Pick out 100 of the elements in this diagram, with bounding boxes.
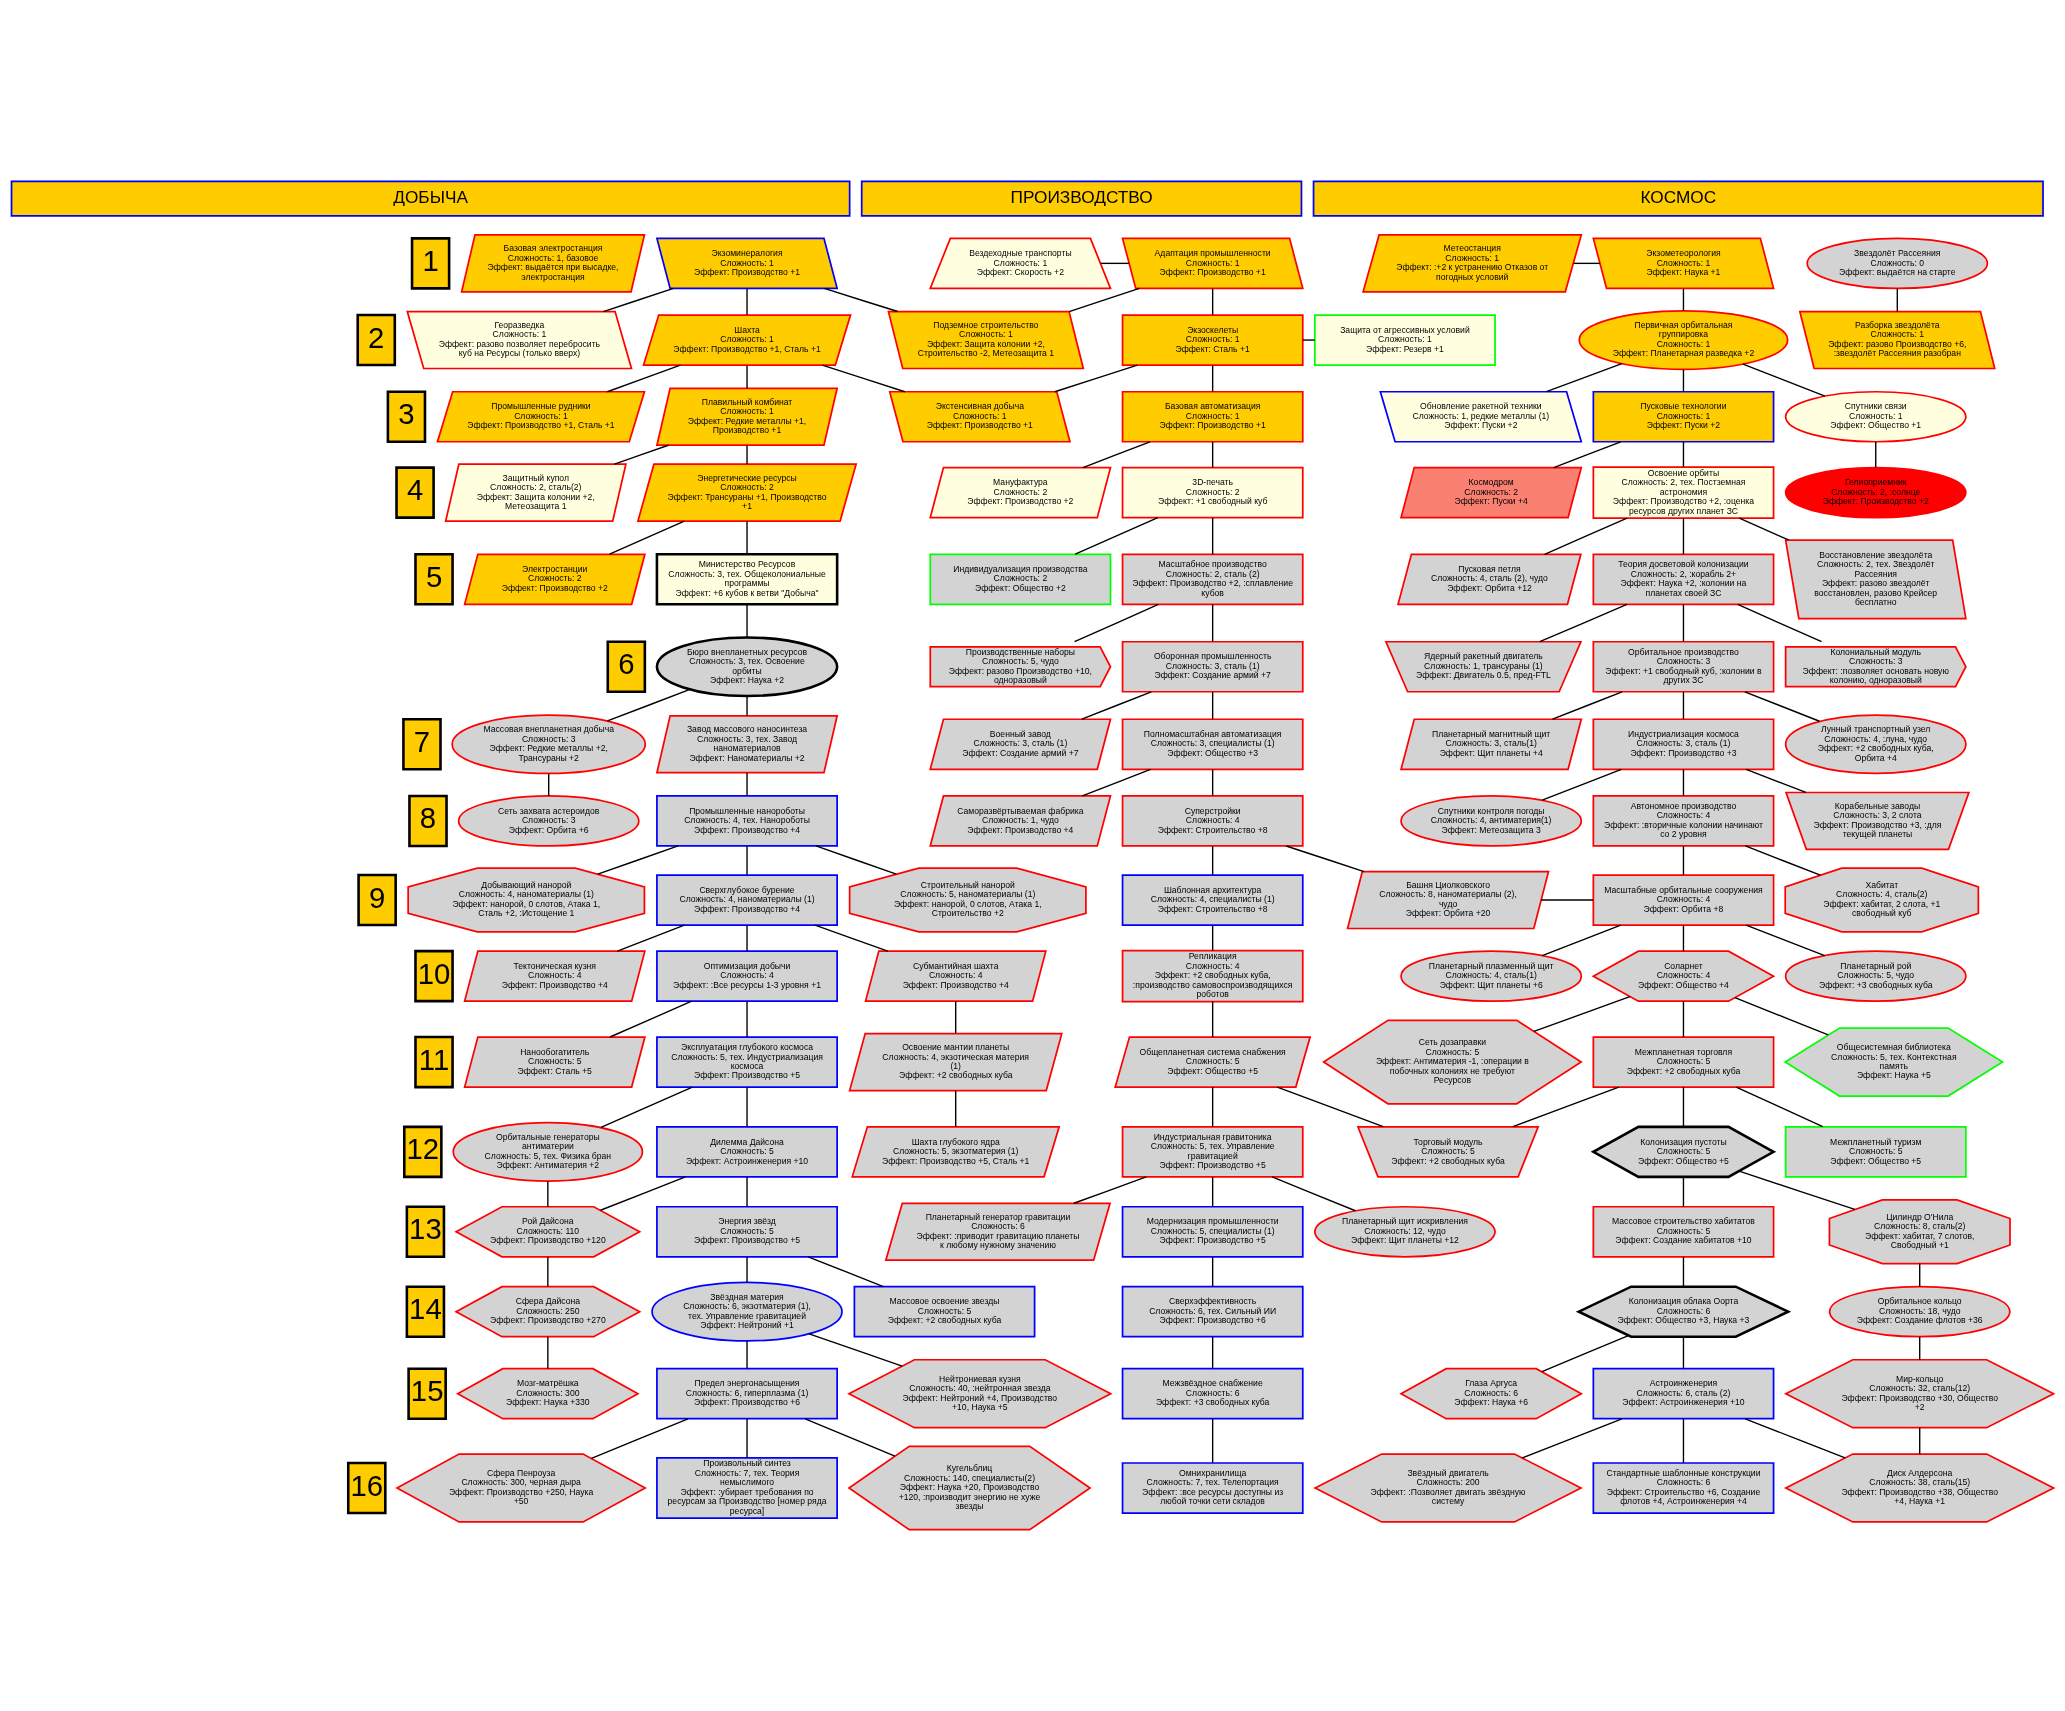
node-box: 2 xyxy=(356,313,397,367)
connector xyxy=(1541,1334,1630,1373)
connector xyxy=(807,1256,884,1288)
connector xyxy=(1682,691,1685,720)
connector xyxy=(821,364,906,393)
connector xyxy=(1211,288,1214,316)
connector xyxy=(590,1418,689,1459)
connector xyxy=(1734,996,1829,1036)
node-ellipse: Бюро внепланетных ресурсов Сложность: 3, тех. Освоение орбиты Эффект: Наука +2 xyxy=(655,636,839,698)
node-box: Шаблонная архитектура Сложность: 4, специалисты (1) Эффект: Строительство +8 xyxy=(1121,874,1304,926)
connector xyxy=(1211,364,1214,393)
node-box: 3D-печать Сложность: 2 Эффект: +1 свободный куб xyxy=(1121,466,1304,519)
connector xyxy=(1211,1000,1214,1038)
node-box: Индустриальная гравитоника Сложность: 5, тех. Управление гравитацией Эффект: Производство +5 xyxy=(1121,1126,1304,1178)
connector xyxy=(1068,287,1141,313)
connector xyxy=(1682,1000,1685,1038)
connector xyxy=(1682,1256,1685,1288)
node-box: Омнихранилища Сложность: 7, тех. Телепортация Эффект: :все ресурсы доступны из любой точки сети складов xyxy=(1121,1462,1304,1514)
node-ellipse: Лунный транспортный узел Сложность: 4, :луна, чудо Эффект: +2 свободных куба, Орбита +4 xyxy=(1784,714,1967,775)
node-ellipse: Орбитальное кольцо Сложность: 18, чудо Эффект: Создание флотов +36 xyxy=(1828,1285,2011,1338)
connector xyxy=(1919,1336,1921,1361)
connector xyxy=(746,1418,748,1459)
connector xyxy=(815,845,897,875)
node-box: Межзвёздное снабжение Сложность: 6 Эффект: +3 свободных куба xyxy=(1121,1367,1304,1420)
node-ellipse: Планетарный щит искривления Сложность: 12, чудо Эффект: Щит планеты +12 xyxy=(1314,1205,1496,1258)
node-box: Предел энергонасыщения Сложность: 6, гиперплазма (1) Эффект: Производство +6 xyxy=(656,1367,838,1420)
node-ellipse: Гелиоприемник Сложность: 2, :солнце Эффект: Производство +2 xyxy=(1784,466,1967,519)
connector xyxy=(609,1000,693,1038)
node-box: Сверхглубокое бурение Сложность: 4, наноматериалы (1) Эффект: Производство +4 xyxy=(656,874,838,926)
connector xyxy=(600,1086,694,1129)
node-box: 6 xyxy=(606,640,647,694)
connector xyxy=(1682,1176,1685,1208)
connector xyxy=(1211,845,1214,876)
connector xyxy=(1211,1256,1214,1288)
connector xyxy=(823,287,899,313)
connector xyxy=(1682,603,1685,643)
node-box: Оборонная промышленность Сложность: 3, сталь (1) Эффект: Создание армий +7 xyxy=(1121,640,1304,693)
node-box: Астроинженерия Сложность: 6, сталь (2) Эффект: Астроинженерия +10 xyxy=(1592,1367,1775,1420)
connector xyxy=(1211,924,1214,952)
node-box: Сверхэффективность Сложность: 6, тех. Сильный ИИ Эффект: Производство +6 xyxy=(1121,1285,1304,1338)
node-box: Индустриализация космоса Сложность: 3, сталь (1) Эффект: Производство +3 xyxy=(1592,718,1775,771)
connector xyxy=(606,364,682,393)
connector xyxy=(1875,441,1877,469)
node-box: Орбитальное производство Сложность: 3 Эффект: +1 свободный куб, :колонии в других ЗС xyxy=(1592,640,1775,693)
node-box: Массовое строительство хабитатов Сложность: 5 Эффект: Создание хабитатов +10 xyxy=(1592,1205,1775,1258)
node-ellipse: Спутники контроля погоды Сложность: 4, антиматерия(1) Эффект: Метеозащита 3 xyxy=(1400,795,1583,847)
node-ellipse: Первичная орбитальная группировка Сложность: 1 Эффект: Планетарная разведка +2 xyxy=(1578,309,1789,371)
node-box: Автономное производство Сложность: 4 Эффект: :вторичные колонии начинают со 2 уровня xyxy=(1592,795,1775,847)
node-box: Межпланетный туризм Сложность: 5 Эффект: Общество +5 xyxy=(1784,1126,1967,1178)
node-box: Модернизация промышленности Сложность: 5, специалисты (1) Эффект: Производство +5 xyxy=(1121,1205,1304,1258)
connector xyxy=(1682,845,1685,876)
connector xyxy=(746,603,748,638)
node-ellipse: Планетарный рой Сложность: 5, чудо Эффект: +3 свободных куба xyxy=(1784,950,1967,1002)
node-box: 9 xyxy=(357,873,397,927)
node-box: 4 xyxy=(395,466,435,519)
node-box: Оптимизация добычи Сложность: 4 Эффект: :Все ресурсы 1-3 уровня +1 xyxy=(656,950,838,1002)
node-box: 12 xyxy=(403,1125,443,1179)
connector xyxy=(1682,1336,1685,1370)
connector xyxy=(1745,924,1826,957)
connector xyxy=(1744,1418,1846,1459)
node-box: КОСМОС xyxy=(1312,180,2044,217)
node-box: 8 xyxy=(408,794,448,848)
connector xyxy=(1745,768,1807,794)
node-box: Полномасштабная автоматизация Сложность: 3, специалисты (1) Эффект: Общество +3 xyxy=(1121,718,1304,771)
connector xyxy=(1211,691,1214,720)
connector xyxy=(1211,1336,1214,1370)
node-box: 5 xyxy=(414,553,454,606)
node-box: Репликация Сложность: 4 Эффект: +2 свободных куба, :производство самовоспроизводящихся роботов xyxy=(1121,949,1304,1003)
connector xyxy=(1276,1086,1384,1128)
node-ellipse: Спутники связи Сложность: 1 Эффект: Общество +1 xyxy=(1784,390,1967,443)
connector xyxy=(1074,517,1159,555)
connector xyxy=(1541,924,1622,957)
connector xyxy=(955,1000,957,1035)
connector xyxy=(1896,288,1898,313)
connector xyxy=(1919,1262,1921,1288)
connector xyxy=(547,1336,549,1370)
connector xyxy=(1211,1086,1214,1128)
connector xyxy=(1573,262,1601,265)
connector xyxy=(1073,603,1159,643)
node-box: Пусковые технологии Сложность: 1 Эффект: Пуски +2 xyxy=(1592,390,1775,443)
connector xyxy=(1682,288,1685,312)
connector xyxy=(1682,1086,1685,1128)
node-box: ПРОИЗВОДСТВО xyxy=(860,180,1303,217)
node-box: 11 xyxy=(414,1035,454,1089)
connector xyxy=(1081,768,1152,797)
node-box: 10 xyxy=(414,949,454,1003)
node-box: Энергия звёзд Сложность: 5 Эффект: Производство +5 xyxy=(656,1205,838,1258)
connector xyxy=(547,1180,549,1208)
node-box: Межпланетная торговля Сложность: 5 Эффект: +2 свободных куба xyxy=(1592,1036,1775,1088)
node-box: Индивидуализация производства Сложность: 2 Эффект: Общество +2 xyxy=(929,553,1112,606)
node-box: ДОБЫЧА xyxy=(10,180,851,217)
connector xyxy=(597,845,679,875)
node-box: Теория досветовой колонизации Сложность: 2, :корабль 2+ Эффект: Наука +2, :колонии на планетах своей ЗС xyxy=(1592,553,1775,606)
connector xyxy=(746,288,748,316)
node-box: Промышленные нанороботы Сложность: 4, тех. Нанороботы Эффект: Производство +4 xyxy=(656,795,838,847)
connector xyxy=(1211,768,1214,797)
connector xyxy=(1211,517,1214,555)
node-box: 15 xyxy=(407,1367,447,1420)
connector xyxy=(613,444,670,465)
connector xyxy=(1073,1176,1147,1204)
